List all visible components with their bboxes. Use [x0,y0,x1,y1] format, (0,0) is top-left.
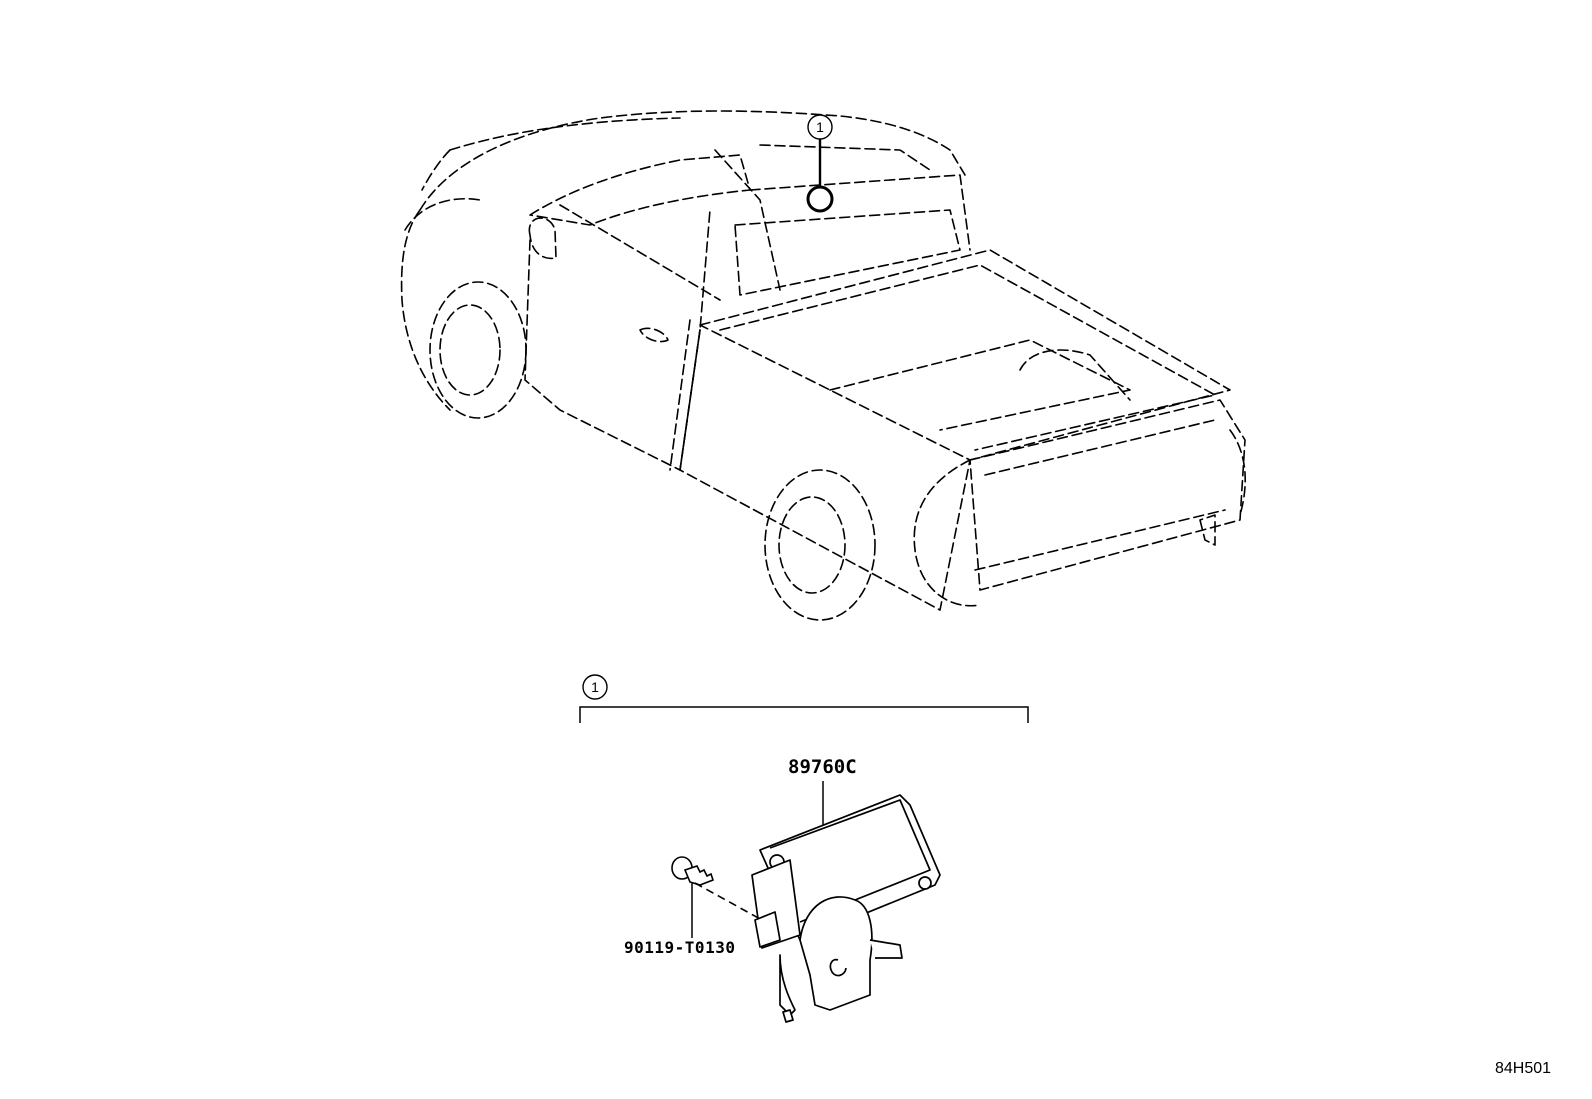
bolt-drawing [671,856,763,921]
top-callout-leader [806,114,834,213]
control-module-drawing [751,794,941,1023]
callout-number-bottom: 1 [591,679,599,695]
pickup-truck-outline [400,110,1246,621]
assembly-bracket [579,674,1029,723]
part-number-bolt: 90119-T0130 [624,938,736,957]
part-number-module: 89760C [788,756,857,778]
callout-number-top: 1 [816,119,824,135]
illustration-reference: 84H501 [1495,1060,1552,1077]
